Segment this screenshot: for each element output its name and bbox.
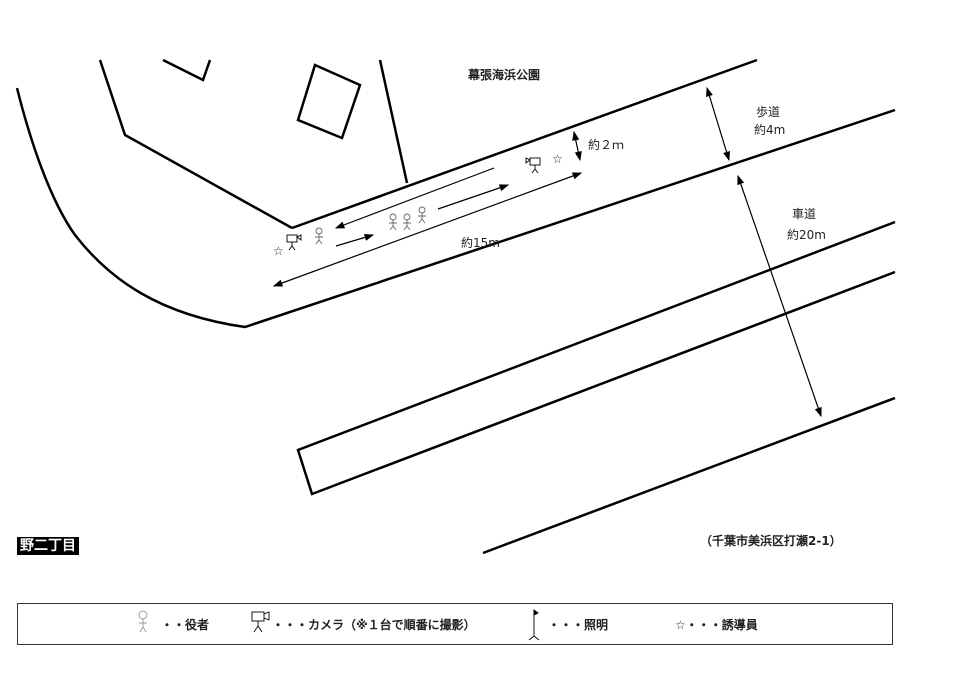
flow-arrow-1 [335, 233, 375, 247]
address-label: （千葉市美浜区打瀬2-1） [700, 533, 842, 548]
camera-icon [251, 611, 270, 633]
road-label: 車道 [792, 207, 816, 221]
actor-icon [389, 213, 397, 231]
gap-arrow [572, 130, 582, 162]
sidewalk-width-label: 約4m [754, 122, 785, 137]
sidewalk-edge-curve [15, 87, 896, 329]
area-label: 野二丁目 [17, 537, 79, 555]
legend: ・・役者 ・・・カメラ（※１台で順番に撮影） ・・・照明 ☆・・・誘導員 [17, 603, 893, 645]
sidewalk-label: 歩道 [756, 104, 780, 119]
park-label: 幕張海浜公園 [467, 67, 540, 82]
flow-arrow-2 [437, 184, 510, 210]
structure-square [296, 63, 362, 140]
length-arrow [272, 172, 583, 287]
building-corner [162, 58, 212, 82]
sidewalk-width-arrow [706, 86, 730, 162]
guide-star-icon: ☆ [273, 244, 284, 258]
road-width-arrow [737, 174, 822, 418]
building-outline [98, 59, 293, 230]
legend-actor: ・・役者 [161, 618, 210, 632]
guide-star-icon: ☆ [552, 152, 563, 166]
road-width-label: 約20m [787, 227, 826, 242]
flow-arrow-back [334, 167, 495, 229]
camera-icon [525, 157, 541, 174]
camera-icon [286, 234, 302, 251]
sidewalk-edge-top [291, 58, 758, 230]
actor-icon [315, 227, 323, 245]
actor-icon [138, 610, 148, 633]
shoot-length-label: 約15m [461, 235, 500, 250]
actor-icon [403, 213, 411, 231]
actor-icon [418, 206, 426, 224]
legend-camera: ・・・カメラ（※１台で順番に撮影） [272, 618, 476, 632]
light-icon [528, 609, 540, 641]
legend-light: ・・・照明 [548, 618, 609, 632]
path-line [378, 59, 409, 184]
road-edge-bottom [482, 396, 896, 555]
median-strip [296, 220, 896, 496]
gap-distance-label: 約２ｍ [588, 137, 624, 152]
legend-guide: ☆・・・誘導員 [675, 618, 758, 632]
